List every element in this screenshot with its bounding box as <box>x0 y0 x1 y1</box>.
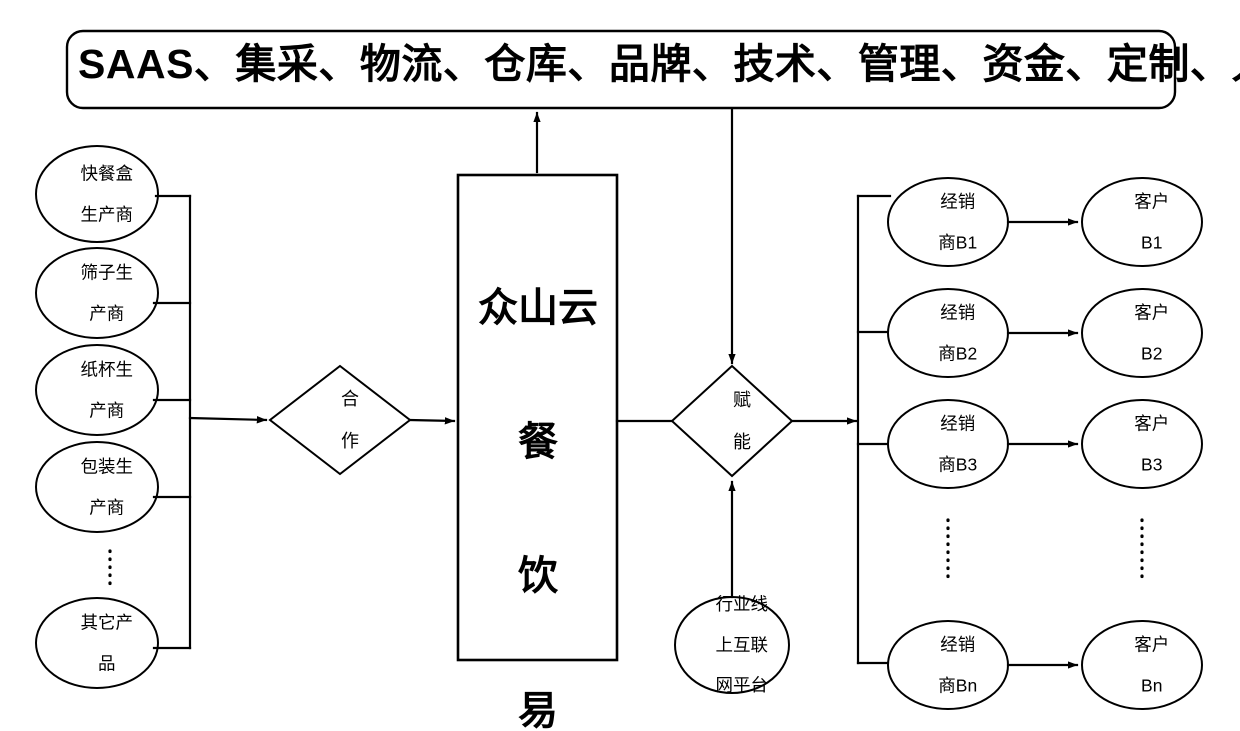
supplier-label-3-line1: 纸杯生 <box>80 359 133 380</box>
supplier-ellipse-4 <box>35 441 159 533</box>
distributor-label-1-line1: 经销 <box>940 191 976 212</box>
platform-label-char-2: 饮 <box>518 554 558 599</box>
supplier-ellipse-2 <box>35 247 159 339</box>
empower-label-line2: 能 <box>733 431 751 452</box>
customer-label-1-line1: 客户 <box>1134 191 1170 212</box>
distributor-label-3: 经销 商B3 <box>890 393 1006 494</box>
customer-label-2: 客户 B2 <box>1087 282 1197 383</box>
distributor-label-2-line2: 商B2 <box>938 343 978 364</box>
supplier-label-5-line2: 品 <box>97 653 116 674</box>
supplier-ellipse-3 <box>35 344 159 436</box>
customer-label-4: 客户 Bn <box>1087 614 1197 715</box>
capability-banner <box>65 29 1177 110</box>
empower-diamond <box>670 364 794 478</box>
customer-label-3: 客户 B3 <box>1087 393 1197 494</box>
platform-label-char-3: 易 <box>518 688 558 731</box>
supplier-label-4-line2: 产商 <box>89 497 125 518</box>
cooperation-label-line2: 作 <box>341 430 359 451</box>
distributor-label-3-line1: 经销 <box>940 413 976 434</box>
platform-box <box>456 173 619 662</box>
supplier-label-1-line1: 快餐盒 <box>80 163 133 184</box>
customer-label-1-line2: B1 <box>1141 232 1163 253</box>
distributor-label-2: 经销 商B2 <box>890 282 1006 383</box>
supplier-label-2-line2: 产商 <box>89 303 125 324</box>
supplier-label-2-line1: 筛子生 <box>80 262 133 283</box>
online-platform-line2: 上互联 <box>715 634 768 655</box>
arrow-suppliers-to-cooperation <box>188 416 268 424</box>
supplier-label-1: 快餐盒 生产商 <box>37 143 157 244</box>
supplier-label-3: 纸杯生 产商 <box>37 339 157 440</box>
customer-ellipse-4 <box>1081 620 1203 710</box>
cooperation-diamond-label: 合 作 <box>310 368 370 472</box>
distributor-label-1-line2: 商B1 <box>938 232 978 253</box>
customer-label-3-line2: B3 <box>1141 454 1163 475</box>
customer-ellipse-1 <box>1081 177 1203 267</box>
online-platform-line1: 行业线 <box>715 594 768 615</box>
online-platform-label: 行业线 上互联 网平台 <box>677 574 787 716</box>
empower-diamond-label: 赋 能 <box>702 369 762 473</box>
cooperation-diamond <box>268 364 412 476</box>
customer-ellipse-2 <box>1081 288 1203 378</box>
empower-label-line1: 赋 <box>733 389 751 410</box>
supplier-label-1-line2: 生产商 <box>80 204 133 225</box>
customer-label-4-line2: Bn <box>1141 675 1163 696</box>
arrow-cooperation-to-platform <box>408 417 456 425</box>
supplier-label-5: 其它产 品 <box>37 592 157 693</box>
distributor-label-1: 经销 商B1 <box>890 171 1006 272</box>
distributor-label-4-line2: 商Bn <box>938 675 978 696</box>
distributor-label-4: 经销 商Bn <box>890 614 1006 715</box>
supplier-ellipse-1 <box>35 145 159 243</box>
capability-banner-text: SAAS、集采、物流、仓库、品牌、技术、管理、资金、定制、人才 <box>78 41 1240 87</box>
customer-label-2-line2: B2 <box>1141 343 1163 364</box>
supplier-label-2: 筛子生 产商 <box>37 242 157 343</box>
supplier-ellipse-5 <box>35 597 159 689</box>
online-platform-line3: 网平台 <box>715 675 768 696</box>
distributor-label-3-line2: 商B3 <box>938 454 978 475</box>
supplier-label-5-line1: 其它产 <box>80 612 133 633</box>
customer-ellipse-3 <box>1081 399 1203 489</box>
customer-label-4-line1: 客户 <box>1134 634 1170 655</box>
platform-label-char-1: 餐 <box>518 419 558 464</box>
customer-label-1: 客户 B1 <box>1087 171 1197 272</box>
cooperation-label-line1: 合 <box>341 388 359 409</box>
supplier-label-3-line2: 产商 <box>89 400 125 421</box>
distributor-label-4-line1: 经销 <box>940 634 976 655</box>
platform-label-line1: 众山云 <box>478 285 598 330</box>
customer-label-2-line1: 客户 <box>1134 302 1170 323</box>
distributor-label-2-line1: 经销 <box>940 302 976 323</box>
platform-box-label: 众山云 餐 饮 易 耗 品 平 台 <box>458 196 618 731</box>
supplier-label-4-line1: 包装生 <box>80 456 133 477</box>
supplier-label-4: 包装生 产商 <box>37 436 157 537</box>
customer-label-3-line1: 客户 <box>1134 413 1170 434</box>
